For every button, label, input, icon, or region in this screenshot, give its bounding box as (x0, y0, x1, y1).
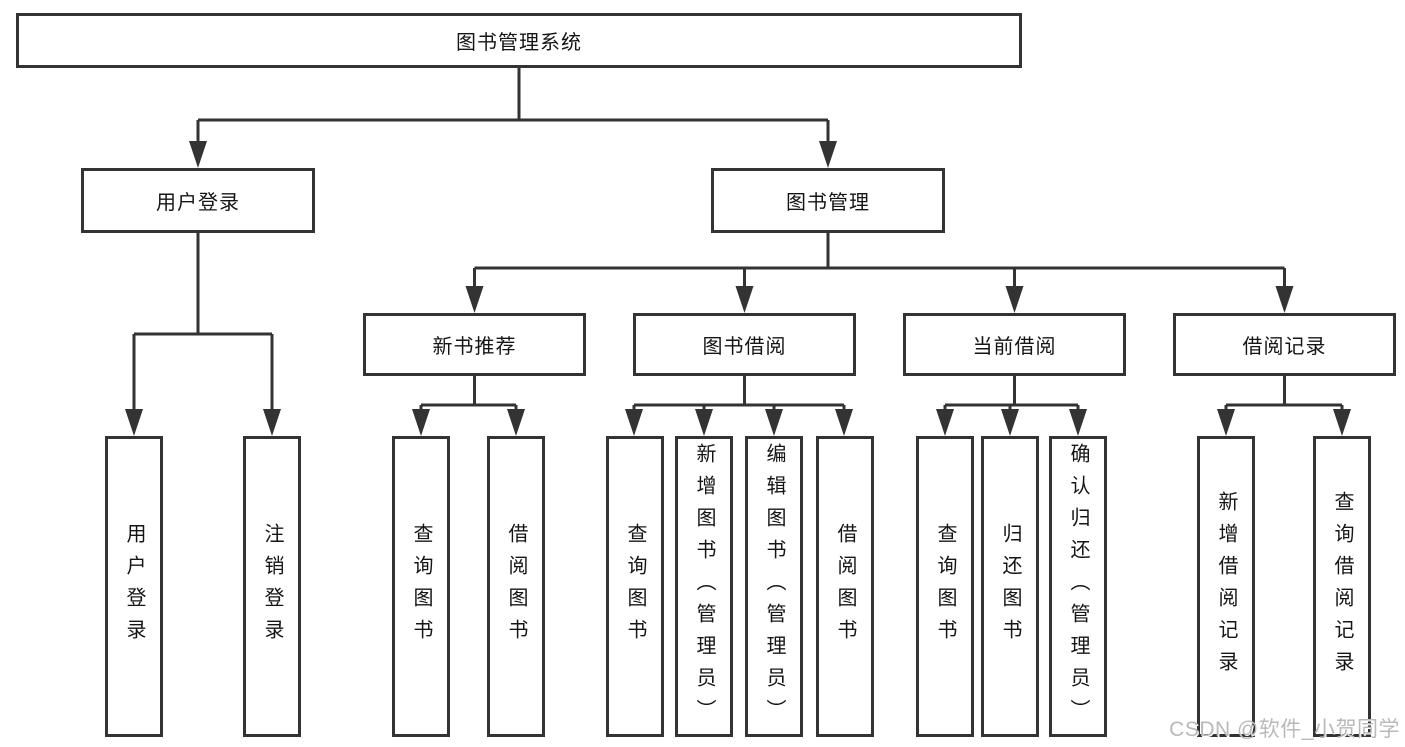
leaf-label: 查询图书 (934, 522, 956, 651)
leaf-label: 确认归还（管理员） (1067, 442, 1089, 731)
arrowhead (189, 141, 207, 168)
node-library-management-system: 图书管理系统 (16, 13, 1022, 68)
connector-root-to-level2 (196, 68, 830, 143)
leaf-user-login: 用户登录 (105, 436, 163, 737)
arrowhead (1001, 409, 1019, 436)
leaf-return-book: 归还图书 (981, 436, 1039, 737)
node-current-borrow: 当前借阅 (903, 313, 1126, 376)
leaf-query-book: 查询图书 (392, 436, 450, 737)
node-label: 新书推荐 (432, 336, 517, 358)
node-label: 图书借阅 (702, 336, 787, 358)
connector-recommend-to-leaves (419, 376, 518, 412)
leaf-logout: 注销登录 (243, 436, 301, 737)
leaf-query-book: 查询图书 (916, 436, 974, 737)
leaf-label: 查询图书 (410, 522, 432, 651)
node-user-login: 用户登录 (81, 168, 315, 233)
leaf-edit-book-admin: 编辑图书（管理员） (745, 436, 803, 737)
arrowheads (125, 141, 1351, 436)
connector-borrow-to-leaves (632, 376, 846, 412)
arrowhead (507, 409, 525, 436)
leaf-label: 编辑图书（管理员） (763, 442, 785, 731)
node-label: 图书管理 (786, 192, 870, 214)
arrowhead (835, 409, 853, 436)
node-book-borrow: 图书借阅 (633, 313, 856, 376)
leaf-label: 归还图书 (999, 522, 1021, 651)
arrowhead (1275, 286, 1294, 313)
leaf-query-book: 查询图书 (606, 436, 664, 737)
leaf-borrow-book: 借阅图书 (816, 436, 874, 737)
csdn-watermark: CSDN @软件_小贺同学 (1169, 718, 1400, 741)
leaf-confirm-return-admin: 确认归还（管理员） (1049, 436, 1107, 737)
arrowhead (735, 286, 754, 313)
connector-login-to-leaves (132, 233, 274, 412)
arrowhead (465, 286, 484, 313)
node-label: 图书管理系统 (456, 32, 582, 54)
arrowhead (1005, 286, 1024, 313)
leaf-borrow-book: 借阅图书 (487, 436, 545, 737)
arrowhead (819, 141, 837, 168)
leaf-label: 新增图书（管理员） (693, 442, 715, 731)
leaf-label: 用户登录 (123, 522, 145, 651)
node-label: 借阅记录 (1242, 336, 1327, 358)
arrowhead (625, 409, 643, 436)
node-book-management: 图书管理 (711, 168, 945, 233)
arrowhead (1069, 409, 1087, 436)
connector-records-to-leaves (1224, 376, 1344, 412)
leaf-label: 借阅图书 (505, 522, 527, 651)
leaf-label: 查询图书 (624, 522, 646, 651)
node-label: 当前借阅 (972, 336, 1057, 358)
arrowhead (936, 409, 954, 436)
leaf-label: 注销登录 (261, 522, 283, 651)
leaf-label: 查询借阅记录 (1331, 490, 1353, 683)
arrowhead (125, 409, 143, 436)
connector-current-to-leaves (943, 376, 1080, 412)
arrowhead (695, 409, 713, 436)
arrowhead (1333, 409, 1351, 436)
connector-books-to-level3 (473, 233, 1286, 288)
node-new-book-recommend: 新书推荐 (363, 313, 586, 376)
arrowhead (765, 409, 783, 436)
node-borrow-records: 借阅记录 (1173, 313, 1396, 376)
leaf-label: 新增借阅记录 (1215, 490, 1237, 683)
arrowhead (1217, 409, 1235, 436)
leaf-add-borrow-record: 新增借阅记录 (1197, 436, 1255, 737)
leaf-query-borrow-record: 查询借阅记录 (1313, 436, 1371, 737)
leaf-add-book-admin: 新增图书（管理员） (675, 436, 733, 737)
arrowhead (263, 409, 281, 436)
node-label: 用户登录 (156, 192, 240, 214)
arrowhead (412, 409, 430, 436)
leaf-label: 借阅图书 (834, 522, 856, 651)
